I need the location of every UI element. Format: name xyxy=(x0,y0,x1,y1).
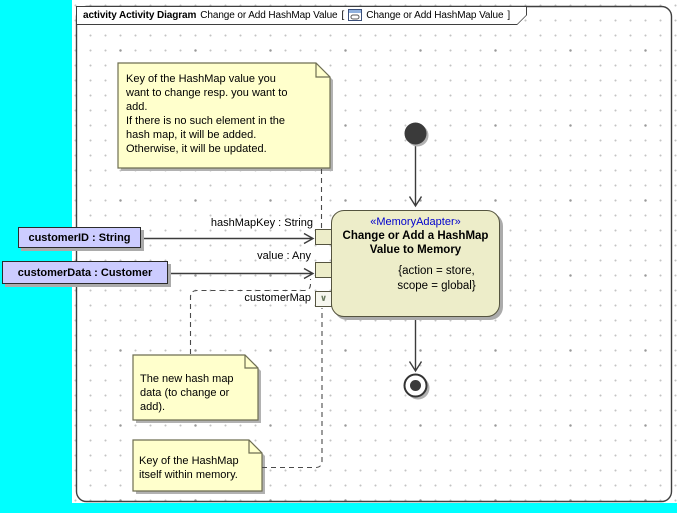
object-customer-data-label: customerData : Customer xyxy=(17,266,153,279)
pin-hashmapkey[interactable] xyxy=(315,229,332,245)
pin-customermap[interactable]: ∨ xyxy=(315,291,332,307)
pin-label-hashmapkey[interactable]: hashMapKey : String xyxy=(210,217,313,229)
notelink-value[interactable] xyxy=(189,279,312,354)
note-new-data-text: The new hash map data (to change or add)… xyxy=(140,373,234,413)
note-new-data[interactable] xyxy=(132,354,259,421)
object-customer-id-label: customerID : String xyxy=(28,231,131,244)
object-customer-id[interactable]: customerID : String xyxy=(18,227,141,248)
edge-customerid-to-pin[interactable] xyxy=(141,232,315,245)
note-map-key[interactable] xyxy=(132,439,263,492)
note-fold-icon xyxy=(248,440,262,454)
edge-initial-to-action[interactable] xyxy=(408,145,423,208)
edge-customerdata-to-pin[interactable] xyxy=(168,267,315,280)
action-tagged-values: {action = store, scope = global} xyxy=(397,265,476,292)
frame-diagram-name: Change or Add HashMap Value xyxy=(200,9,338,21)
note-fold-icon xyxy=(315,63,330,78)
activity-diagram-icon xyxy=(348,9,362,21)
pin-value[interactable] xyxy=(315,262,332,278)
note-hashmap-key[interactable] xyxy=(117,62,331,169)
note-fold-icon xyxy=(244,355,258,369)
frame-keyword: activity Activity Diagram xyxy=(83,9,197,21)
object-customer-data[interactable]: customerData : Customer xyxy=(2,261,168,284)
note-map-key-text: Key of the HashMap itself within memory. xyxy=(139,455,239,481)
frame-header-tab[interactable]: activity Activity Diagram Change or Add … xyxy=(76,6,527,25)
pin-label-value[interactable]: value : Any xyxy=(257,250,311,262)
frame-ref-name: Change or Add HashMap Value xyxy=(366,9,504,21)
frame-close-bracket: ] xyxy=(507,9,511,21)
action-stereotype: «MemoryAdapter» xyxy=(370,216,461,228)
frame-open-bracket: [ xyxy=(341,9,345,21)
notelink-customermap[interactable] xyxy=(262,308,323,469)
note-hashmap-key-text: Key of the HashMap value you want to cha… xyxy=(126,73,288,155)
initial-node[interactable] xyxy=(404,122,427,145)
action-name: Change or Add a HashMap Value to Memory xyxy=(342,230,489,256)
pin-label-customermap[interactable]: customerMap xyxy=(244,292,311,304)
edge-action-to-final[interactable] xyxy=(408,318,423,373)
chevron-down-icon: ∨ xyxy=(319,293,328,303)
action-change-or-add-hashmap[interactable]: «MemoryAdapter» Change or Add a HashMap … xyxy=(331,210,500,317)
final-node-dot xyxy=(410,380,421,391)
